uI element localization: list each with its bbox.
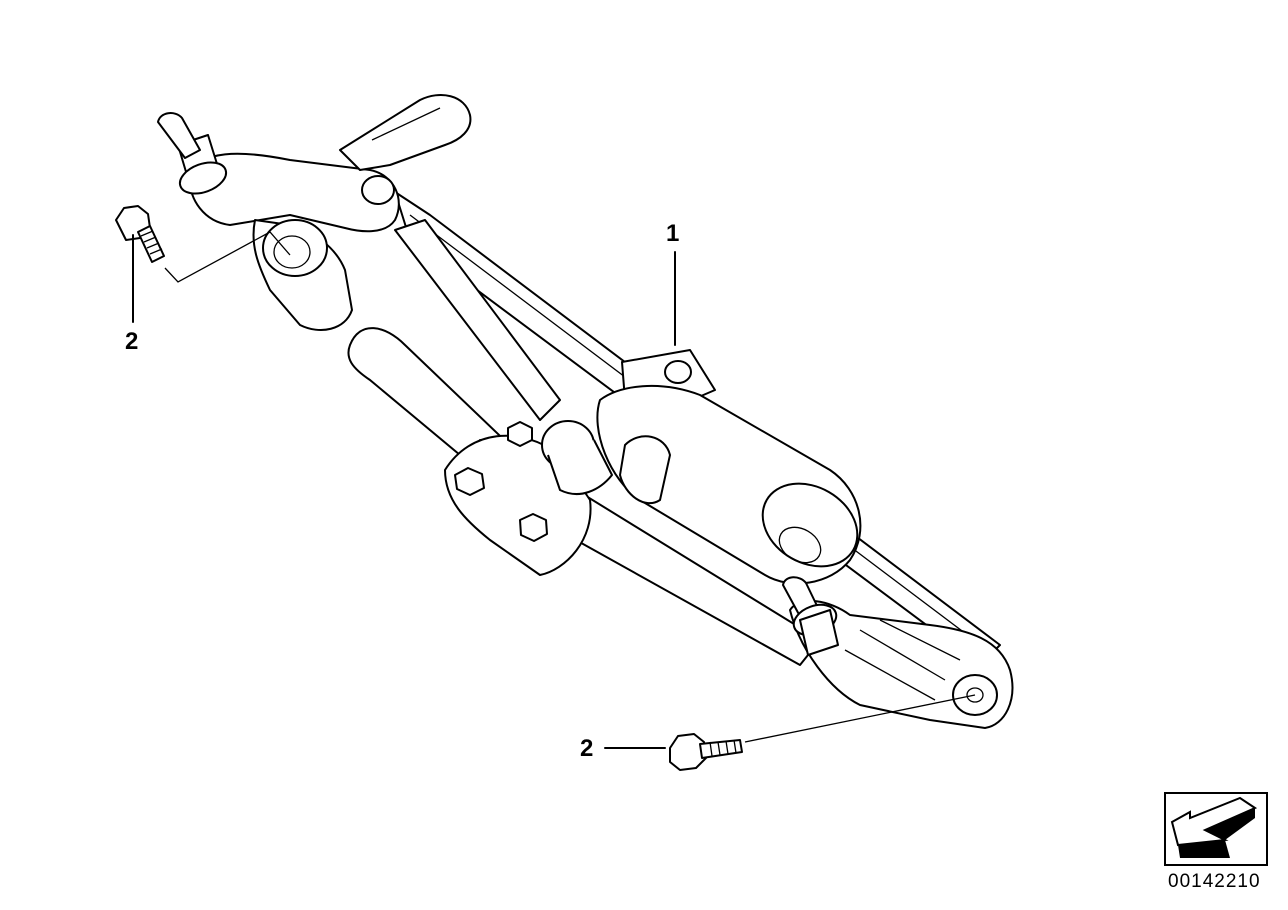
leader-upper-bolt bbox=[164, 231, 291, 283]
callout-2-lower: 2 bbox=[580, 735, 594, 762]
diagram-code: 00142210 bbox=[1168, 871, 1261, 892]
bolt-lower[interactable] bbox=[669, 733, 743, 771]
wiper-linkage-assembly[interactable] bbox=[157, 94, 1014, 729]
leader-lower-bolt bbox=[744, 694, 976, 743]
callout-2-upper: 2 bbox=[125, 328, 139, 355]
clamp-bolt-icon bbox=[454, 421, 548, 542]
direction-arrow-icon bbox=[1164, 792, 1268, 866]
callout-1: 1 bbox=[666, 220, 680, 247]
bolt-upper[interactable] bbox=[115, 205, 165, 263]
